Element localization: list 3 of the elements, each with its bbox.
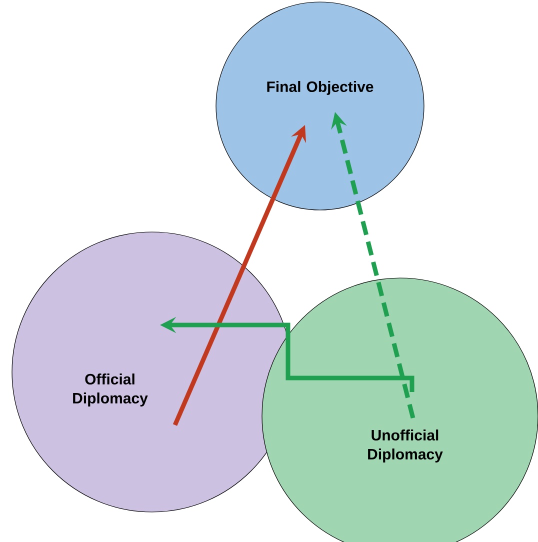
- circle-node: Official Diplomacy: [12, 232, 292, 512]
- circle-node: Unofficial Diplomacy: [262, 278, 538, 542]
- circle-node: Final Objective: [216, 2, 424, 210]
